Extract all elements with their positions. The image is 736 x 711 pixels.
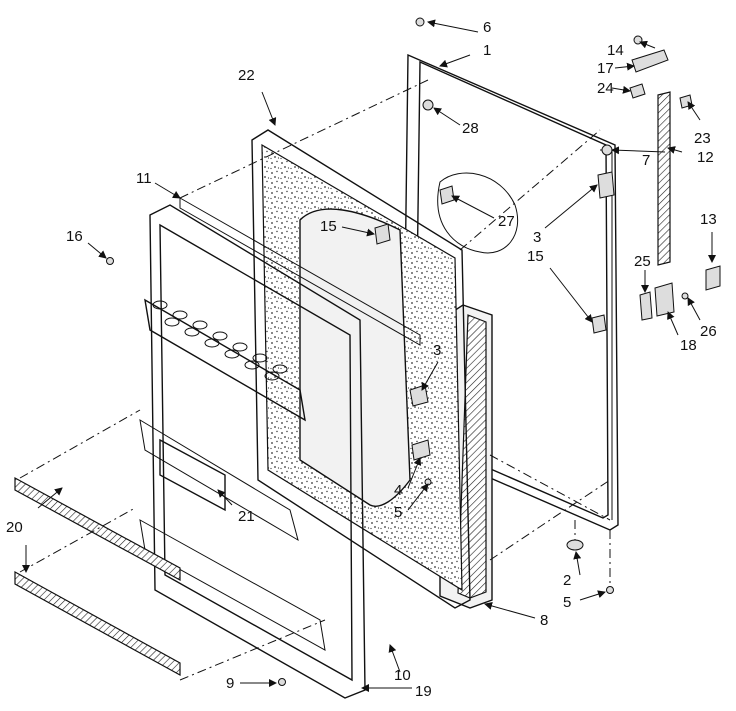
shelf-retainer-bars: [14, 476, 181, 677]
callout-28: 28: [462, 120, 479, 137]
callout-21: 21: [238, 508, 255, 525]
leader-arrows: [22, 19, 716, 692]
callout-25: 25: [634, 253, 651, 270]
callout-5a: 5: [394, 504, 402, 521]
egg-tray: [152, 300, 288, 381]
callout-9: 9: [226, 675, 234, 692]
assembly-lines: [19, 79, 611, 681]
callout-14: 14: [607, 42, 624, 59]
callout-8: 8: [540, 612, 548, 629]
callout-7: 7: [642, 152, 650, 169]
callout-22: 22: [238, 67, 255, 84]
door-liner: [139, 204, 366, 699]
callout-17: 17: [597, 60, 614, 77]
callout-labels: 6 1 28 22 11 16 15 27 3 15 14 17 24 7 23…: [6, 19, 717, 700]
callout-4: 4: [394, 482, 402, 499]
callout-3b: 3: [433, 342, 441, 359]
callout-20: 20: [6, 519, 23, 536]
callout-15b: 15: [527, 248, 544, 265]
callout-13: 13: [700, 211, 717, 228]
callout-1: 1: [483, 42, 491, 59]
liner-strip: [179, 197, 421, 346]
callout-3a: 3: [533, 229, 541, 246]
callout-19: 19: [415, 683, 432, 700]
callout-26: 26: [700, 323, 717, 340]
butter-compartment: [159, 438, 226, 512]
callout-12: 12: [697, 149, 714, 166]
callout-10: 10: [394, 667, 411, 684]
callout-27: 27: [498, 213, 515, 230]
callout-23: 23: [694, 130, 711, 147]
callout-16: 16: [66, 228, 83, 245]
callout-5b: 5: [563, 594, 571, 611]
callout-18: 18: [680, 337, 697, 354]
insulation-patch: [437, 172, 519, 254]
callout-24: 24: [597, 80, 614, 97]
callout-15a: 15: [320, 218, 337, 235]
callout-6: 6: [483, 19, 491, 36]
callout-11: 11: [136, 170, 152, 187]
callout-2: 2: [563, 572, 571, 589]
